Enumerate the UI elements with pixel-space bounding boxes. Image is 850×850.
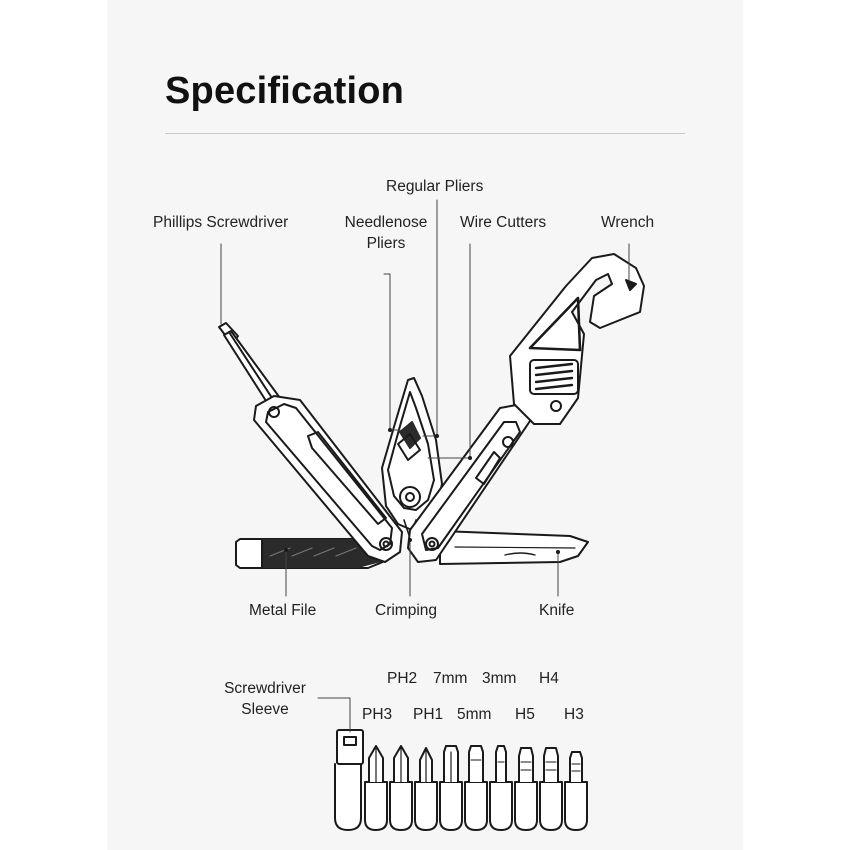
- wrench-drawing: [509, 253, 645, 425]
- label-knife: Knife: [539, 602, 575, 619]
- label-needlenose-pliers: Needlenose Pliers: [336, 212, 436, 254]
- page-title: Specification: [165, 70, 405, 112]
- label-wrench: Wrench: [601, 214, 655, 231]
- label-metal-file: Metal File: [249, 602, 317, 619]
- label-crimping: Crimping: [375, 602, 438, 619]
- phillips-screwdriver-drawing: [218, 322, 281, 405]
- label-sleeve-line-1: Screwdriver: [224, 680, 306, 697]
- label-h3: H3: [564, 706, 584, 723]
- label-5mm: 5mm: [457, 706, 492, 723]
- label-phillips-screwdriver: Phillips Screwdriver: [153, 214, 289, 231]
- label-screwdriver-sleeve: Screwdriver Sleeve: [212, 678, 318, 720]
- label-needlenose-line-1: Needlenose: [344, 214, 428, 231]
- bit-set-drawing: [334, 729, 588, 831]
- label-wire-cutters: Wire Cutters: [460, 214, 547, 231]
- title-divider: [165, 133, 685, 134]
- label-7mm: 7mm: [433, 670, 468, 687]
- label-h4: H4: [539, 670, 559, 687]
- knife-drawing: [439, 530, 589, 565]
- label-ph1: PH1: [413, 706, 444, 723]
- pliers-drawing: [381, 377, 443, 539]
- label-h5: H5: [515, 706, 535, 723]
- left-handle-drawing: [253, 395, 403, 563]
- label-3mm: 3mm: [482, 670, 517, 687]
- label-ph2: PH2: [387, 670, 418, 687]
- label-sleeve-line-2: Sleeve: [241, 701, 289, 718]
- label-ph3: PH3: [362, 706, 393, 723]
- label-regular-pliers: Regular Pliers: [386, 178, 484, 195]
- label-needlenose-line-2: Pliers: [366, 235, 406, 252]
